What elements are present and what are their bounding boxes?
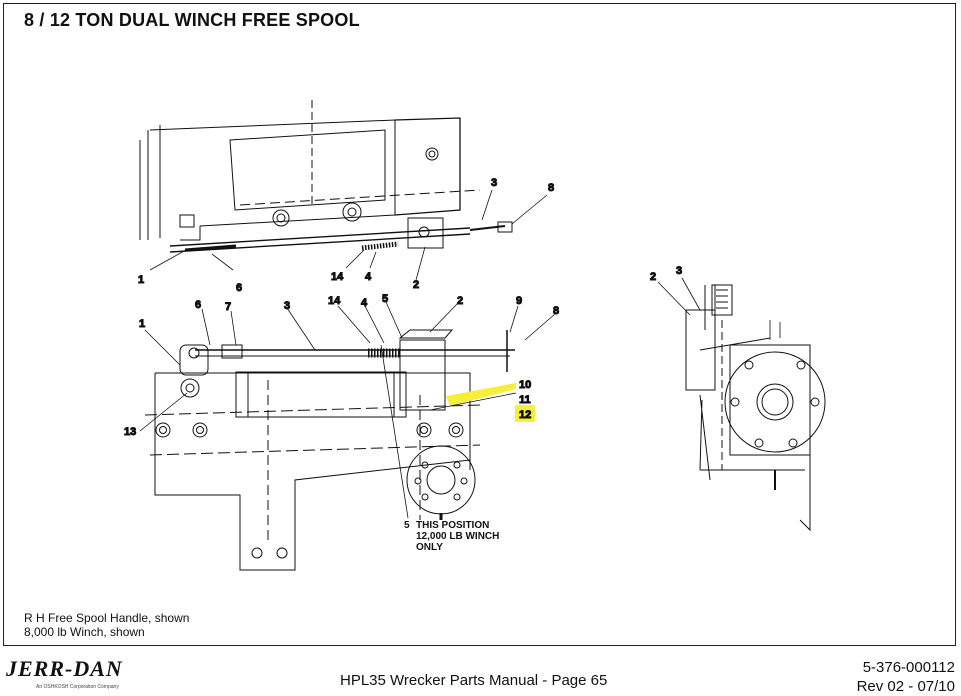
drawing-frame — [3, 3, 956, 646]
part-number: 5-376-000112 — [862, 659, 955, 676]
end-view: 2 3 — [650, 265, 826, 532]
logo-tagline: An OSHKOSH Corporation Company — [36, 684, 119, 690]
note-callout-number: 5 — [404, 520, 410, 531]
callout-12-highlight — [515, 405, 535, 422]
callout-side-2: 2 — [457, 295, 463, 307]
note-line-2: 12,000 LB WINCH — [416, 531, 500, 542]
caption-line-2: 8,000 lb Winch, shown — [24, 625, 145, 639]
callout-top-8: 8 — [548, 182, 554, 194]
callout-side-11: 11 — [519, 394, 531, 406]
callout-side-12: 12 — [519, 409, 531, 421]
callout-side-10: 10 — [519, 379, 531, 391]
callout-side-4: 4 — [361, 297, 368, 309]
callout-side-14: 14 — [328, 295, 341, 307]
callout-side-6: 6 — [195, 299, 201, 311]
callout-side-7: 7 — [225, 301, 231, 313]
note-line-1: THIS POSITION — [416, 520, 490, 531]
document-id: 5-376-000112 Rev 02 - 07/10 — [857, 658, 955, 696]
callout-side-9: 9 — [516, 295, 522, 307]
callout-top-14: 14 — [331, 271, 344, 283]
page-title: 8 / 12 TON DUAL WINCH FREE SPOOL — [24, 10, 360, 30]
note-line-3: ONLY — [416, 542, 443, 553]
position-note: 5 THIS POSITION 12,000 LB WINCH ONLY — [404, 520, 526, 553]
callout-end-2: 2 — [650, 271, 656, 283]
revision: Rev 02 - 07/10 — [856, 678, 955, 695]
callout-side-13: 13 — [124, 426, 136, 438]
callout-top-3: 3 — [491, 177, 497, 189]
callout-side-8: 8 — [553, 305, 559, 317]
callout-top-1: 1 — [138, 274, 144, 286]
caption-line-1: R H Free Spool Handle, shown — [24, 611, 190, 625]
manual-page-label: HPL35 Wrecker Parts Manual - Page 65 — [340, 672, 608, 689]
jerr-dan-logo: JERR-DAN — [6, 656, 123, 681]
callout-side-3: 3 — [284, 300, 290, 312]
figure-caption: R H Free Spool Handle, shown 8,000 lb Wi… — [24, 611, 189, 639]
top-view: 1 6 14 4 2 3 8 — [138, 100, 555, 295]
callout-side-1: 1 — [139, 318, 145, 330]
callout-top-4: 4 — [365, 271, 372, 283]
callout-top-2: 2 — [413, 279, 419, 291]
side-view: 1 6 7 3 14 4 5 2 9 8 13 10 11 12 — [124, 293, 560, 571]
callout-side-5: 5 — [382, 293, 388, 305]
callout-top-6: 6 — [236, 282, 242, 294]
callout-end-3: 3 — [676, 265, 682, 277]
